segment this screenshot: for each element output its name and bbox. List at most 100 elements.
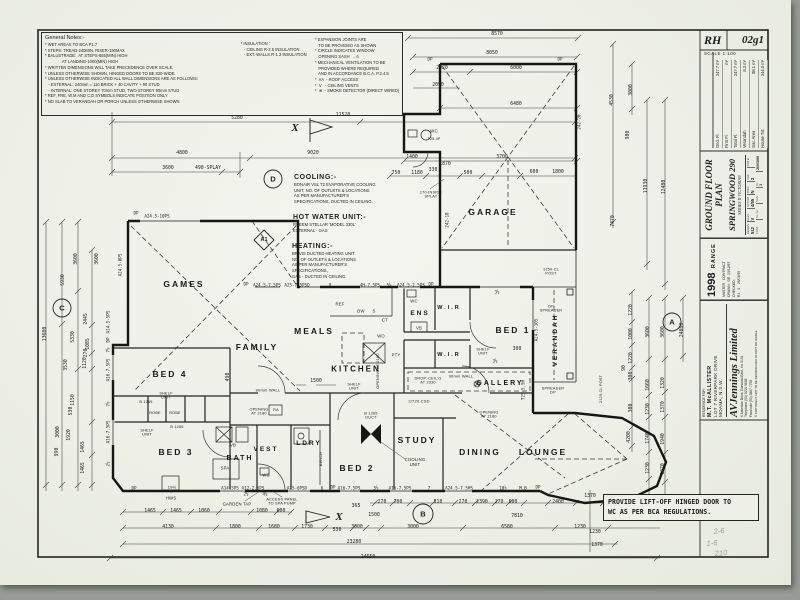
dimension-label: 1370 [591,543,603,549]
title-block-lines [699,30,768,557]
window-door-code: DP [131,485,137,491]
window-door-code: 2½ [243,491,249,497]
window-door-code: DP [427,56,433,62]
dimension-label: 11930 [644,178,650,194]
window-door-code: A25-6PSD [286,485,308,491]
fixture-label: 170-INSIDE SPLAY [419,190,443,199]
room-label: GARAGE [468,206,518,217]
interior-walls [113,249,576,491]
room-label: BATH [226,454,254,462]
pencil-annotation: 210 [714,547,728,559]
fixture-label: OPENING AT 2180 [479,410,499,419]
fixture-label: CT [382,317,388,323]
dimension-label: 8570 [491,32,503,38]
window-door-code: 9 [328,282,332,288]
fixture-label: OPENING AT 2180 [249,407,269,416]
room-label: W.I.R [437,304,461,311]
cooling-body: BONAIR VSL T2 EVAPORATIVE COOLING UNIT, … [294,182,376,205]
title-block-corner: RH 02g1 [700,30,768,50]
room-label: STUDY [397,434,437,445]
fixture-label: DROP. CEIL'G AT 2330 [414,376,442,385]
room-label: KITCHEN [331,364,381,374]
room-label: GAMES [163,278,205,289]
dimension-label: 3700 [496,155,508,161]
fixture-label: S [372,308,376,314]
dimension-label: 7810 [511,514,523,520]
window-door-code: 7½ [105,401,111,407]
dimension-label: 1870 [439,162,451,168]
room-label: BED 4 [152,368,188,379]
dimension-label: 300 [629,371,635,381]
reference-marker: X [335,511,343,523]
fixture-label: SPA [220,465,230,471]
window-door-code: 242-20 [576,114,582,130]
window-door-code: DP [535,484,541,490]
fixture-label: ROBE [169,410,181,415]
fixture-label: REF [335,301,345,307]
fixture-label: 2125-CL POST [598,374,603,404]
dimension-label: 8050 [486,51,498,57]
window-door-code: M.B [519,485,527,491]
window-door-code: A16-7.5PS [337,485,361,491]
hot-water-note: HOT WATER UNIT:- RHEEM STELLAR 'MODEL 33… [293,214,366,233]
general-notes-box: General Notes:- * WET AREAS TO BCA P1.7 … [41,32,403,116]
dimension-label: 1465 [81,462,87,474]
dimension-label: 1230 [646,403,652,415]
window-openings [111,219,535,493]
window-door-code: 4½ [262,491,268,497]
dimension-label: 1800 [229,525,241,531]
fixture-label: SPREADER DP [541,386,565,395]
dimension-label: 1000 [629,328,635,340]
heating-title: HEATING:- [292,243,334,250]
dimension-label: 1465 [81,441,87,453]
window-door-code: A16-7.5PS [105,358,111,382]
window-door-code: 7½ [105,347,111,353]
window-door-code: DP [428,281,434,287]
paper-sheet [0,0,791,585]
dimension-label: 3530 [64,359,70,371]
dimension-label: 1940 [661,433,667,445]
dimension-label: 24650 [360,555,376,561]
reference-marker: X [291,122,299,134]
dimension-label: 2020 [436,66,448,72]
fixture-label: HWS [165,495,177,501]
heating-duct [361,424,381,444]
sheet-border [37,29,769,558]
sheet-code: RH [704,32,722,47]
fixture-label: ROBE [149,410,161,415]
dimension-label: 365 [351,504,361,510]
dimension-label: 6000 [510,66,522,72]
dimension-label: 3600 [646,326,652,338]
window-door-code: DP [557,56,563,62]
fixture-label: COOLING UNIT [404,457,426,467]
dimension-label: 1500 [310,379,322,385]
dimension-label: 1320 [661,377,667,389]
fixture-label: BENCH [318,451,323,467]
window-door-code: DP [243,281,249,287]
window-door-code: 2½ [105,461,111,467]
fixture-label: B 1265 DUCT [364,411,378,420]
window-door-code: A24.5-10S [533,318,539,342]
dimension-label: 1230 [589,530,601,536]
window-door-code: 5½ [386,282,392,288]
general-notes-column-2: * INSULATION : - CEILING R-2.5 INSULATIO… [240,41,307,58]
window-door-code: A24.5-8PS [117,253,123,277]
dimension-label: 270 [458,500,468,506]
fixture-label: SHELF UNIT [476,347,490,356]
dimension-label: 23280 [346,540,362,546]
fixture-label: DP SPREADER [539,304,563,313]
general-notes-column-3: * EXPANSION JOINTS ARE TO BE PROVIDED AS… [315,37,400,94]
fixture-label: VB [230,442,236,448]
window-door-code: A14-5PS [221,485,239,491]
dimension-label: 530 [332,528,342,534]
dimension-label: 24080 [680,322,686,338]
dimension-label: 270 [494,500,504,506]
verandah-edge [533,250,577,383]
dimension-label: 490-SPLAY [195,166,221,172]
fixture-label: B 1265 [170,424,184,429]
window-door-code: 3½ [494,289,500,295]
dimension-label: 3600 [162,166,174,172]
room-label: W.I.R [437,351,461,358]
dashed-ceiling-lines [130,65,628,495]
dimension-label: 4130 [162,525,174,531]
